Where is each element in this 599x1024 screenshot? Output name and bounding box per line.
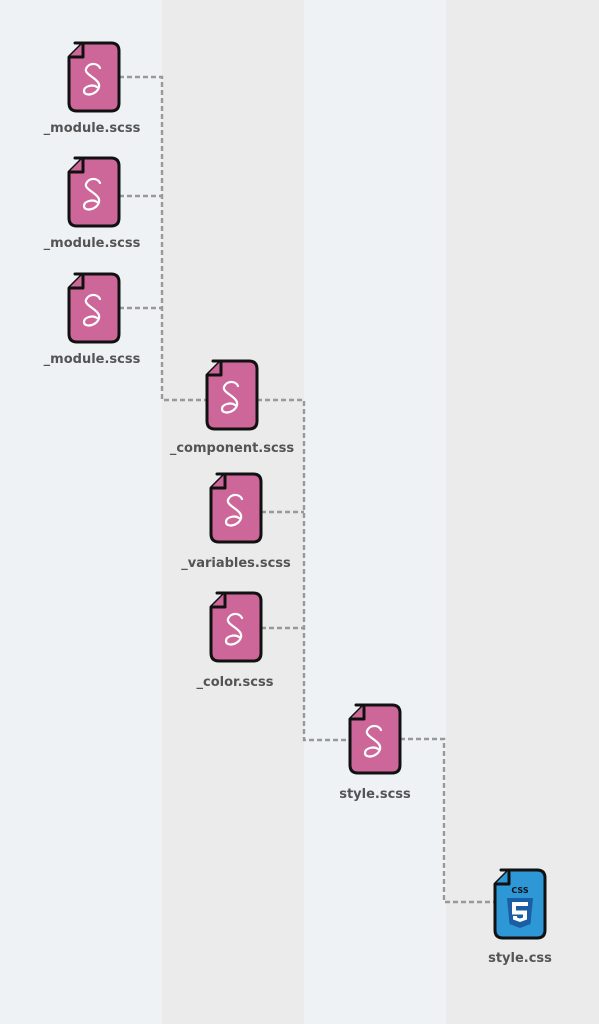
file-label: _variables.scss: [181, 556, 291, 571]
file-label: style.scss: [339, 787, 411, 802]
file-label: _module.scss: [43, 121, 141, 136]
file-label: _module.scss: [43, 236, 141, 251]
connector-line: [400, 737, 494, 904]
sass-file-icon: [66, 271, 122, 345]
connector-line: [119, 75, 206, 402]
file-label: _module.scss: [43, 352, 141, 367]
sass-file-icon: [347, 702, 403, 776]
sass-file-icon: [208, 471, 264, 545]
sass-file-icon: [66, 155, 122, 229]
column-background: [304, 0, 446, 1024]
column-background: [446, 0, 599, 1024]
file-label: _component.scss: [169, 441, 295, 456]
sass-file-icon: [204, 358, 260, 432]
file-label: style.css: [488, 951, 552, 966]
css3-file-icon: CSS: [492, 867, 548, 941]
sass-file-icon: [208, 590, 264, 664]
file-label: _color.scss: [196, 675, 274, 690]
sass-file-icon: [66, 40, 122, 114]
connector-line: [257, 398, 349, 742]
svg-text:CSS: CSS: [511, 886, 528, 895]
